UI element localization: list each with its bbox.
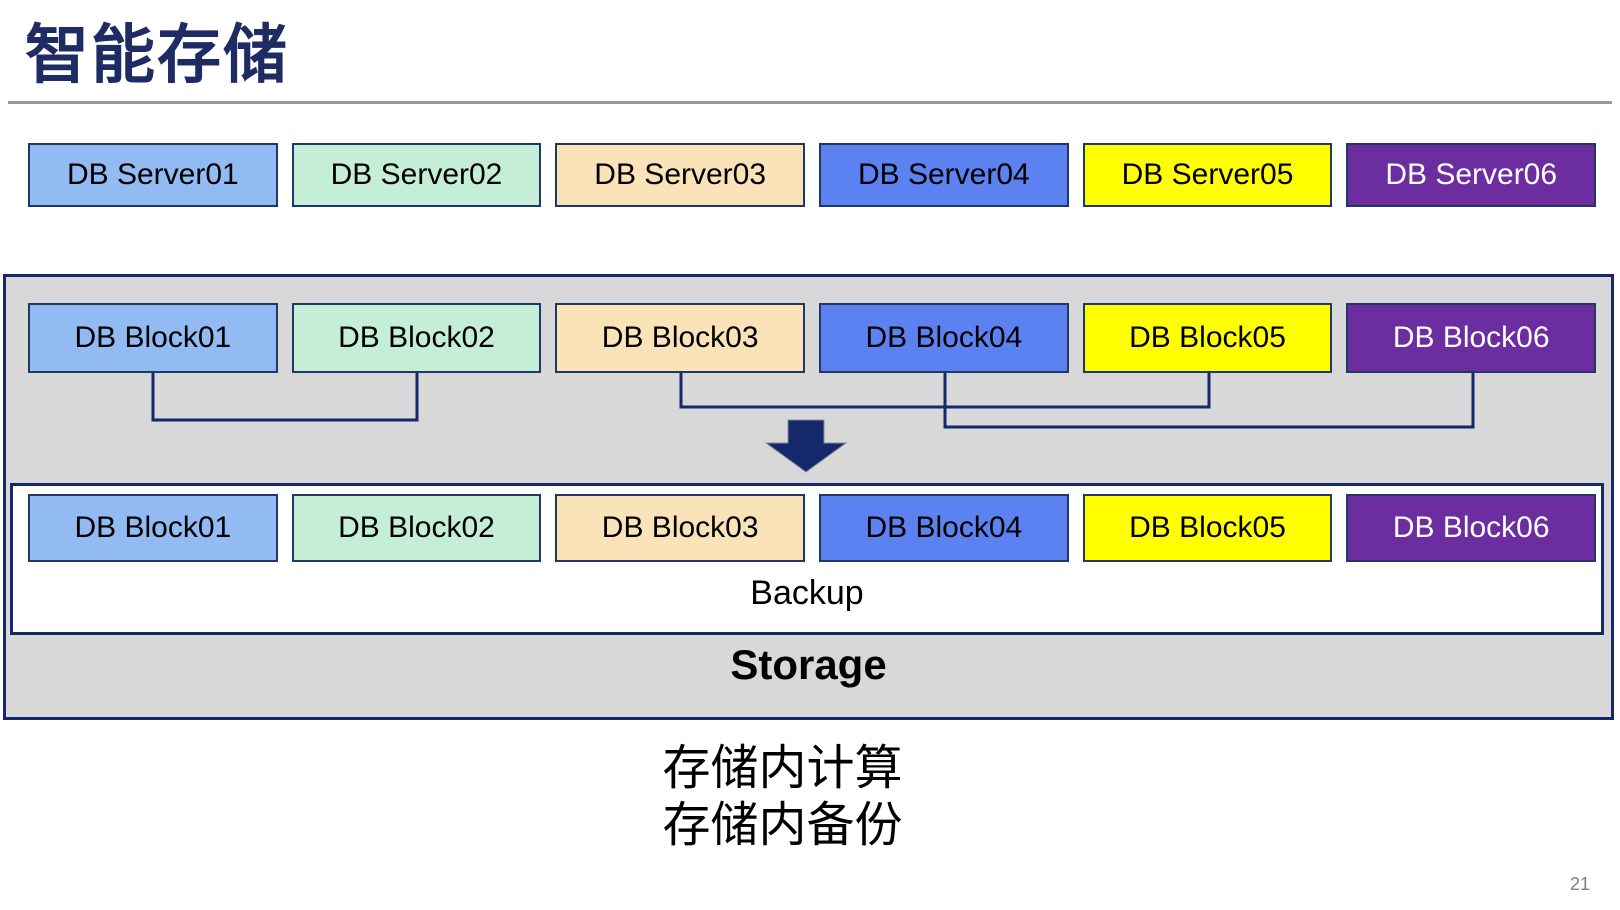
db-server-row: DB Server01 DB Server02 DB Server03 DB S… [28, 143, 1597, 207]
title-divider [8, 101, 1612, 104]
down-arrow-icon [764, 419, 848, 473]
db-block-lower-row: DB Block01 DB Block02 DB Block03 DB Bloc… [28, 494, 1597, 562]
lower-db-block-06-box: DB Block06 [1346, 494, 1597, 562]
storage-label: Storage [730, 641, 887, 688]
db-server-02-box: DB Server02 [291, 143, 542, 207]
lower-db-block-03-box: DB Block03 [555, 494, 806, 562]
upper-db-block-02-box: DB Block02 [291, 303, 542, 373]
db-server-04-box: DB Server04 [819, 143, 1069, 207]
db-server-05-box: DB Server05 [1082, 143, 1333, 207]
db-server-03-box: DB Server03 [555, 143, 806, 207]
lower-db-block-04-box: DB Block04 [819, 494, 1069, 562]
caption-text: 存储内计算 存储内备份 [0, 740, 1565, 854]
upper-db-block-04-box: DB Block04 [819, 303, 1069, 373]
upper-db-block-03-box: DB Block03 [555, 303, 806, 373]
lower-db-block-01-box: DB Block01 [28, 494, 278, 562]
upper-db-block-01-box: DB Block01 [28, 303, 278, 373]
page-number: 21 [1569, 874, 1590, 894]
db-block-upper-row: DB Block01 DB Block02 DB Block03 DB Bloc… [28, 303, 1597, 373]
db-server-06-box: DB Server06 [1346, 143, 1597, 207]
caption-line-2: 存储内备份 [662, 799, 903, 852]
page-title: 智能存储 [25, 19, 289, 91]
upper-db-block-06-box: DB Block06 [1346, 303, 1597, 373]
lower-db-block-02-box: DB Block02 [291, 494, 542, 562]
backup-label: Backup [750, 574, 864, 612]
storage-container: DB Block01 DB Block02 DB Block03 DB Bloc… [3, 274, 1614, 720]
backup-box: DB Block01 DB Block02 DB Block03 DB Bloc… [10, 483, 1604, 635]
caption-line-1: 存储内计算 [662, 742, 903, 795]
upper-db-block-05-box: DB Block05 [1082, 303, 1333, 373]
lower-db-block-05-box: DB Block05 [1082, 494, 1333, 562]
db-server-01-box: DB Server01 [28, 143, 278, 207]
